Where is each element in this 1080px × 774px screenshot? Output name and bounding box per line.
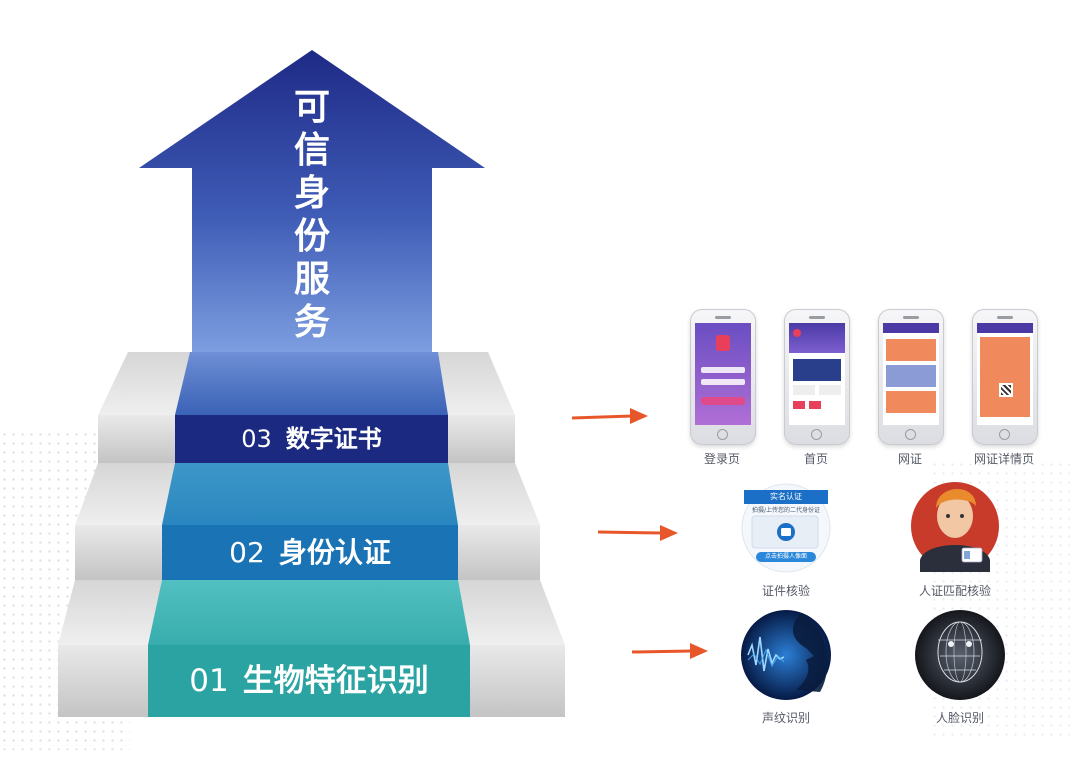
step-02-block (75, 463, 540, 580)
caption-credential: 网证 (897, 452, 922, 466)
step-02-label: 02 身份认证 (162, 532, 458, 574)
arrow-title-char-6: 务 (293, 302, 330, 343)
step-03-label: 03 数字证书 (175, 420, 448, 458)
phone-home-screen (789, 323, 845, 425)
arrow-title-char-3: 身 (293, 173, 330, 214)
pointer-arrow-01 (631, 643, 708, 659)
arrow-title-char-5: 服 (293, 259, 330, 300)
phone-speaker (715, 316, 731, 319)
phone-login-screen (695, 323, 751, 425)
step-03-text: 数字证书 (285, 425, 382, 453)
phone-credential (878, 309, 944, 445)
pointer-arrow-02 (597, 525, 678, 541)
step-02-text: 身份认证 (278, 536, 391, 569)
phone-home-button (717, 429, 728, 440)
card-verify-button: 点击拍摄人像面 (764, 553, 807, 560)
phone-home-button (811, 429, 822, 440)
phone-speaker (903, 316, 919, 319)
phone-credential-detail-screen (977, 323, 1033, 425)
phone-credential-detail (972, 309, 1038, 445)
step-01-text: 生物特征识别 (242, 663, 429, 699)
caption-home-page: 首页 (803, 452, 828, 466)
card-verify-header: 实名认证 (770, 492, 802, 501)
step-02-number: 02 (229, 536, 265, 569)
phone-speaker (997, 316, 1013, 319)
phone-home-button (905, 429, 916, 440)
voice-recognition-image (741, 610, 831, 700)
step-03-block (98, 352, 515, 463)
face-recognition-image (915, 610, 1005, 700)
phone-speaker (809, 316, 825, 319)
up-arrow (139, 50, 485, 352)
phone-login (690, 309, 756, 445)
caption-face-recognition: 人脸识别 (935, 711, 984, 725)
id-card-verify-image (741, 483, 831, 573)
pointer-arrow-03 (571, 408, 648, 424)
face-match-image (911, 482, 999, 572)
step-01-label: 01 生物特征识别 (148, 658, 470, 704)
arrow-title-char-2: 信 (293, 130, 330, 171)
card-verify-subheader: 拍摄/上传您的二代身份证 (751, 507, 821, 514)
caption-face-match: 人证匹配核验 (918, 584, 991, 598)
caption-id-verify: 证件核验 (761, 584, 810, 598)
step-01-block (58, 580, 565, 717)
arrow-title-char-4: 份 (293, 216, 330, 257)
step-03-number: 03 (241, 425, 272, 453)
phone-home-button (999, 429, 1010, 440)
caption-voice: 声纹识别 (761, 711, 810, 725)
caption-credential-detail: 网证详情页 (973, 452, 1034, 466)
caption-login-page: 登录页 (703, 452, 740, 466)
arrow-title-char-1: 可 (293, 87, 330, 128)
phone-home (784, 309, 850, 445)
step-01-number: 01 (189, 663, 229, 699)
phone-credential-screen (883, 323, 939, 425)
